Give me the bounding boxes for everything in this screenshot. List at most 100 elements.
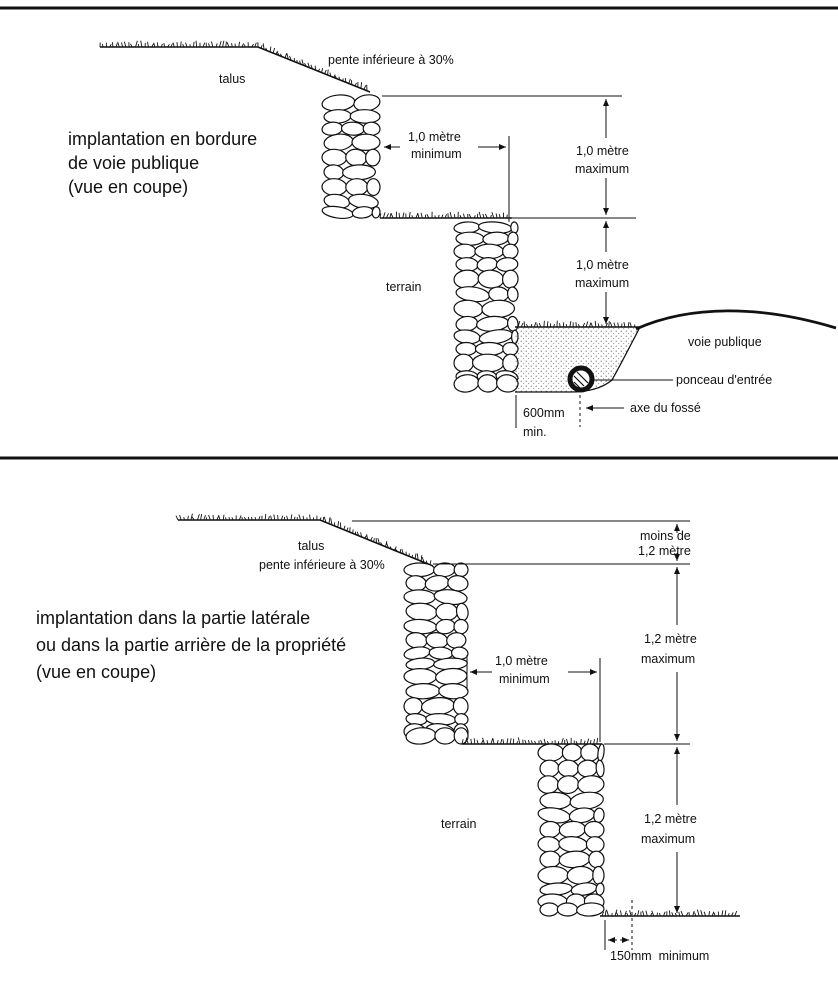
wall-stone	[438, 682, 469, 700]
ditch-axis-label: axe du fossé	[630, 401, 701, 415]
top-height-lower-label-1: 1,0 mètre	[576, 258, 629, 272]
wall-stone	[366, 178, 381, 197]
wall-stone	[364, 148, 381, 167]
wall-stone	[340, 121, 365, 136]
wall-stone	[321, 148, 348, 167]
wall-stone	[510, 221, 519, 234]
wall-stone	[345, 178, 369, 197]
top-lower-wall	[453, 221, 519, 393]
wall-stone	[495, 257, 519, 272]
wall-stone	[455, 602, 469, 622]
culvert-label: ponceau d'entrée	[676, 373, 772, 387]
bottom-height-upper-label-2: maximum	[641, 652, 695, 666]
bottom-height-lower-label-2: maximum	[641, 832, 695, 846]
wall-stone	[558, 836, 588, 853]
wall-stone	[558, 850, 591, 869]
top-title-line-2: de voie publique	[68, 153, 199, 173]
top-road-label: voie publique	[688, 335, 762, 349]
wall-stone	[580, 743, 600, 762]
top-terrain-label: terrain	[386, 280, 421, 294]
bottom-spacing-label-1: 1,0 mètre	[495, 654, 548, 668]
wall-stone	[556, 902, 579, 917]
offset-label-2: min.	[523, 425, 547, 439]
bottom-section: implantation dans la partie latérale ou …	[36, 513, 740, 963]
top-height-upper-label-1: 1,0 mètre	[576, 144, 629, 158]
top-title-line-1: implantation en bordure	[68, 129, 257, 149]
wall-stone	[507, 231, 519, 246]
bottom-height-upper-label-1: 1,2 mètre	[644, 632, 697, 646]
top-height-upper-label-2: maximum	[575, 162, 629, 176]
wall-stone	[351, 133, 381, 152]
wall-stone	[455, 231, 485, 246]
setback-label: 150mm minimum	[610, 949, 709, 963]
wall-stone	[434, 727, 456, 745]
wall-stone	[452, 697, 469, 716]
bottom-title-line-3: (vue en coupe)	[36, 662, 156, 682]
bottom-middle-grass	[461, 737, 599, 745]
top-height-lower-label-2: maximum	[575, 276, 629, 290]
wall-stone	[588, 850, 605, 869]
wall-stone	[321, 205, 354, 220]
wall-stone	[595, 882, 605, 896]
bottom-talus-grass	[175, 513, 432, 565]
bottom-spacing-label-2: minimum	[499, 672, 550, 686]
wall-stone	[403, 589, 436, 605]
wall-stone	[405, 602, 438, 622]
wall-stone	[501, 269, 519, 289]
wall-stone	[539, 791, 572, 810]
wall-stone	[537, 836, 561, 853]
top-talus-grass	[99, 40, 368, 91]
wall-stone	[371, 206, 381, 219]
bottom-talus-label: talus	[298, 539, 324, 553]
bottom-title-line-2: ou dans la partie arrière de la propriét…	[36, 635, 346, 655]
wall-stone	[585, 836, 605, 853]
wall-stone	[481, 299, 516, 319]
wall-stone	[576, 902, 605, 917]
top-ground-grass	[517, 320, 636, 328]
wall-stone	[453, 727, 469, 745]
top-spacing-label-2: minimum	[411, 147, 462, 161]
wall-stone	[537, 743, 564, 762]
top-middle-grass	[379, 211, 508, 219]
wall-stone	[558, 820, 587, 839]
top-talus-label: talus	[219, 72, 245, 86]
bottom-gap-label-2: 1,2 mètre	[638, 544, 691, 558]
wall-stone	[455, 341, 477, 356]
top-title-line-3: (vue en coupe)	[68, 177, 188, 197]
bottom-lower-wall	[537, 743, 605, 917]
offset-label-1: 600mm	[523, 406, 565, 420]
top-slope-label: pente inférieure à 30%	[328, 53, 454, 67]
wall-stone	[453, 243, 477, 260]
wall-stone	[557, 759, 580, 778]
wall-stone	[595, 759, 605, 778]
wall-stone	[405, 682, 441, 700]
wall-stone	[405, 575, 427, 592]
culvert-hatch	[573, 371, 589, 389]
wall-stone	[592, 865, 605, 885]
wall-stone	[577, 759, 598, 778]
wall-stone	[453, 269, 480, 289]
wall-stone	[556, 775, 580, 795]
wall-stone	[502, 243, 519, 260]
wall-stone	[539, 759, 560, 778]
wall-stone	[403, 618, 438, 635]
top-road-surface	[635, 309, 837, 331]
wall-stone	[566, 865, 595, 885]
wall-stone	[321, 178, 348, 197]
wall-stone	[477, 269, 505, 289]
wall-stone	[446, 632, 467, 649]
wall-stone	[474, 341, 505, 356]
top-ditch-fill	[515, 327, 640, 392]
top-upper-wall	[321, 94, 381, 220]
wall-stone	[345, 148, 368, 167]
wall-stone	[561, 743, 583, 762]
wall-stone	[435, 602, 459, 622]
bottom-slope-label: pente inférieure à 30%	[259, 558, 385, 572]
wall-stone	[453, 618, 469, 635]
bottom-terrain-label: terrain	[441, 817, 476, 831]
wall-stone	[539, 820, 561, 839]
bottom-ground-grass	[601, 909, 738, 917]
wall-stone	[351, 206, 374, 219]
top-spacing-label-1: 1,0 mètre	[408, 130, 461, 144]
